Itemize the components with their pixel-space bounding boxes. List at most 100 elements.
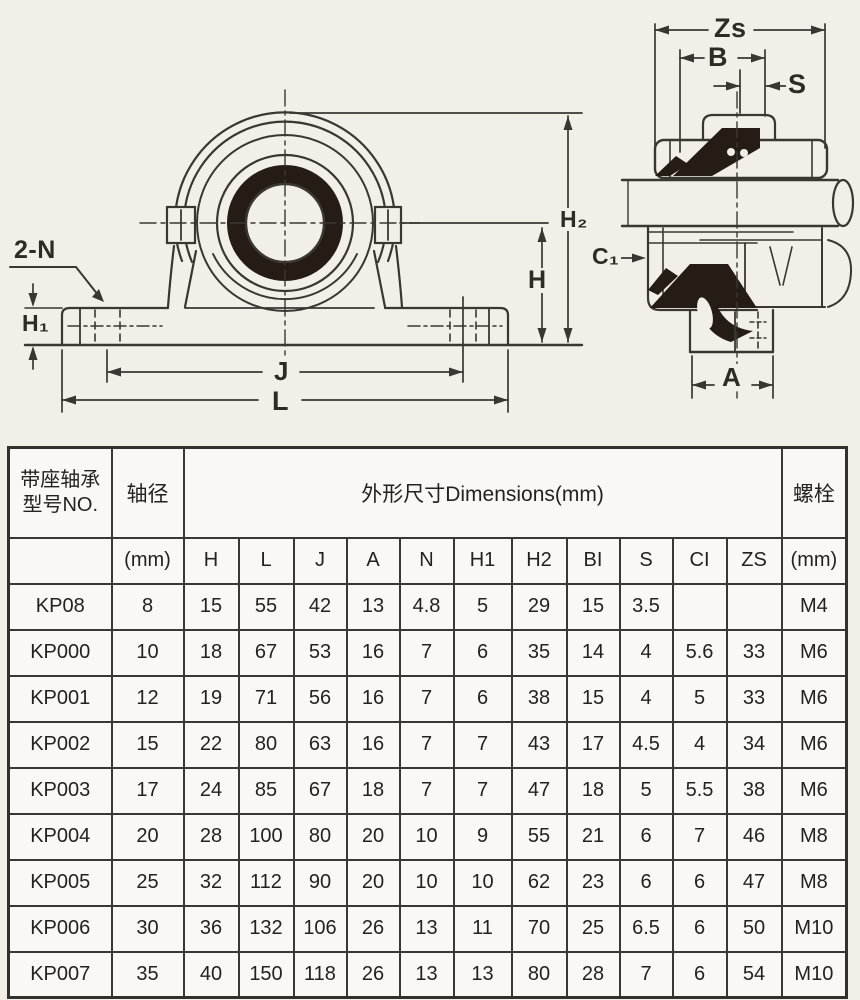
drawing-canvas (9, 23, 855, 413)
spec-cell: KP004 (7, 812, 113, 861)
spec-cell: 18 (345, 766, 401, 815)
spec-cell: 5 (452, 582, 513, 631)
header-shaft-unit: (mm) (110, 536, 185, 585)
spec-cell: 118 (292, 950, 348, 999)
spec-cell: 6 (671, 950, 728, 999)
spec-cell: 13 (452, 950, 513, 999)
spec-cell: 15 (565, 674, 621, 723)
spec-cell: 70 (510, 904, 568, 953)
header-dim-col: BI (565, 536, 621, 585)
label-2n-mounting-holes: 2-N (12, 236, 58, 264)
dimension-spec-table: 带座轴承 型号NO. 轴径 外形尺寸Dimensions(mm) 螺栓 (mm)… (7, 446, 849, 999)
spec-cell: 55 (510, 812, 568, 861)
spec-cell: KP006 (7, 904, 113, 953)
spec-cell: 10 (398, 812, 455, 861)
spec-cell: 18 (565, 766, 621, 815)
header-model-line1: 带座轴承 (20, 468, 101, 491)
spec-cell: 67 (237, 628, 295, 677)
spec-cell: 6 (618, 812, 674, 861)
spec-cell: 62 (510, 858, 568, 907)
spec-cell: M10 (780, 950, 848, 999)
spec-cell: 13 (345, 582, 401, 631)
label-s: S (786, 69, 809, 99)
spec-cell: 90 (292, 858, 348, 907)
spec-cell: 7 (398, 720, 455, 769)
header-dim-col: S (618, 536, 674, 585)
spec-cell: 132 (237, 904, 295, 953)
spec-cell (671, 582, 728, 631)
spec-cell: 6 (671, 858, 728, 907)
spec-cell: 12 (110, 674, 185, 723)
spec-cell: 6 (452, 674, 513, 723)
spec-cell: 46 (725, 812, 783, 861)
header-bolt-unit: (mm) (780, 536, 848, 585)
spec-cell: 25 (110, 858, 185, 907)
label-b: B (706, 42, 730, 72)
spec-cell: 13 (398, 904, 455, 953)
spec-cell: 28 (182, 812, 240, 861)
spec-cell: 50 (725, 904, 783, 953)
header-dim-col: A (345, 536, 401, 585)
spec-cell: 19 (182, 674, 240, 723)
spec-cell: 36 (182, 904, 240, 953)
spec-cell: 35 (510, 628, 568, 677)
spec-cell: 23 (565, 858, 621, 907)
spec-cell: 6 (618, 858, 674, 907)
spec-cell: 4 (671, 720, 728, 769)
header-shaft-dia: 轴径 (110, 446, 185, 539)
spec-cell: KP005 (7, 858, 113, 907)
front-dimensions (9, 112, 583, 413)
spec-cell: 16 (345, 628, 401, 677)
spec-cell: 11 (452, 904, 513, 953)
spec-cell: 13 (398, 950, 455, 999)
spec-cell: 16 (345, 720, 401, 769)
spec-cell: KP000 (7, 628, 113, 677)
spec-cell: 8 (110, 582, 185, 631)
spec-cell: M6 (780, 628, 848, 677)
header-dimensions: 外形尺寸Dimensions(mm) (182, 446, 783, 539)
spec-cell: 63 (292, 720, 348, 769)
spec-cell: 28 (565, 950, 621, 999)
spec-cell: 80 (510, 950, 568, 999)
label-zs: Zs (712, 13, 749, 43)
label-j: J (272, 356, 291, 386)
spec-cell: 7 (398, 674, 455, 723)
spec-cell: 112 (237, 858, 295, 907)
spec-cell: 35 (110, 950, 185, 999)
spec-cell: 4.8 (398, 582, 455, 631)
spec-cell: 25 (565, 904, 621, 953)
spec-cell: 24 (182, 766, 240, 815)
spec-cell: 106 (292, 904, 348, 953)
spec-cell: 40 (182, 950, 240, 999)
spec-cell: 67 (292, 766, 348, 815)
spec-cell: 4 (618, 674, 674, 723)
spec-cell: 85 (237, 766, 295, 815)
spec-cell: 34 (725, 720, 783, 769)
spec-cell: M4 (780, 582, 848, 631)
spec-cell: 38 (725, 766, 783, 815)
spec-cell: KP08 (7, 582, 113, 631)
spec-cell: 6.5 (618, 904, 674, 953)
spec-cell: 150 (237, 950, 295, 999)
header-bolt: 螺栓 (780, 446, 848, 539)
spec-cell: 16 (345, 674, 401, 723)
spec-cell (725, 582, 783, 631)
header-dim-col: N (398, 536, 455, 585)
spec-cell: 14 (565, 628, 621, 677)
spec-cell: 33 (725, 628, 783, 677)
header-model-empty (7, 536, 113, 585)
header-model-no: 带座轴承 型号NO. (7, 446, 113, 539)
spec-cell: 6 (452, 628, 513, 677)
spec-cell: KP002 (7, 720, 113, 769)
spec-cell: 71 (237, 674, 295, 723)
spec-cell: 17 (565, 720, 621, 769)
spec-cell: 17 (110, 766, 185, 815)
